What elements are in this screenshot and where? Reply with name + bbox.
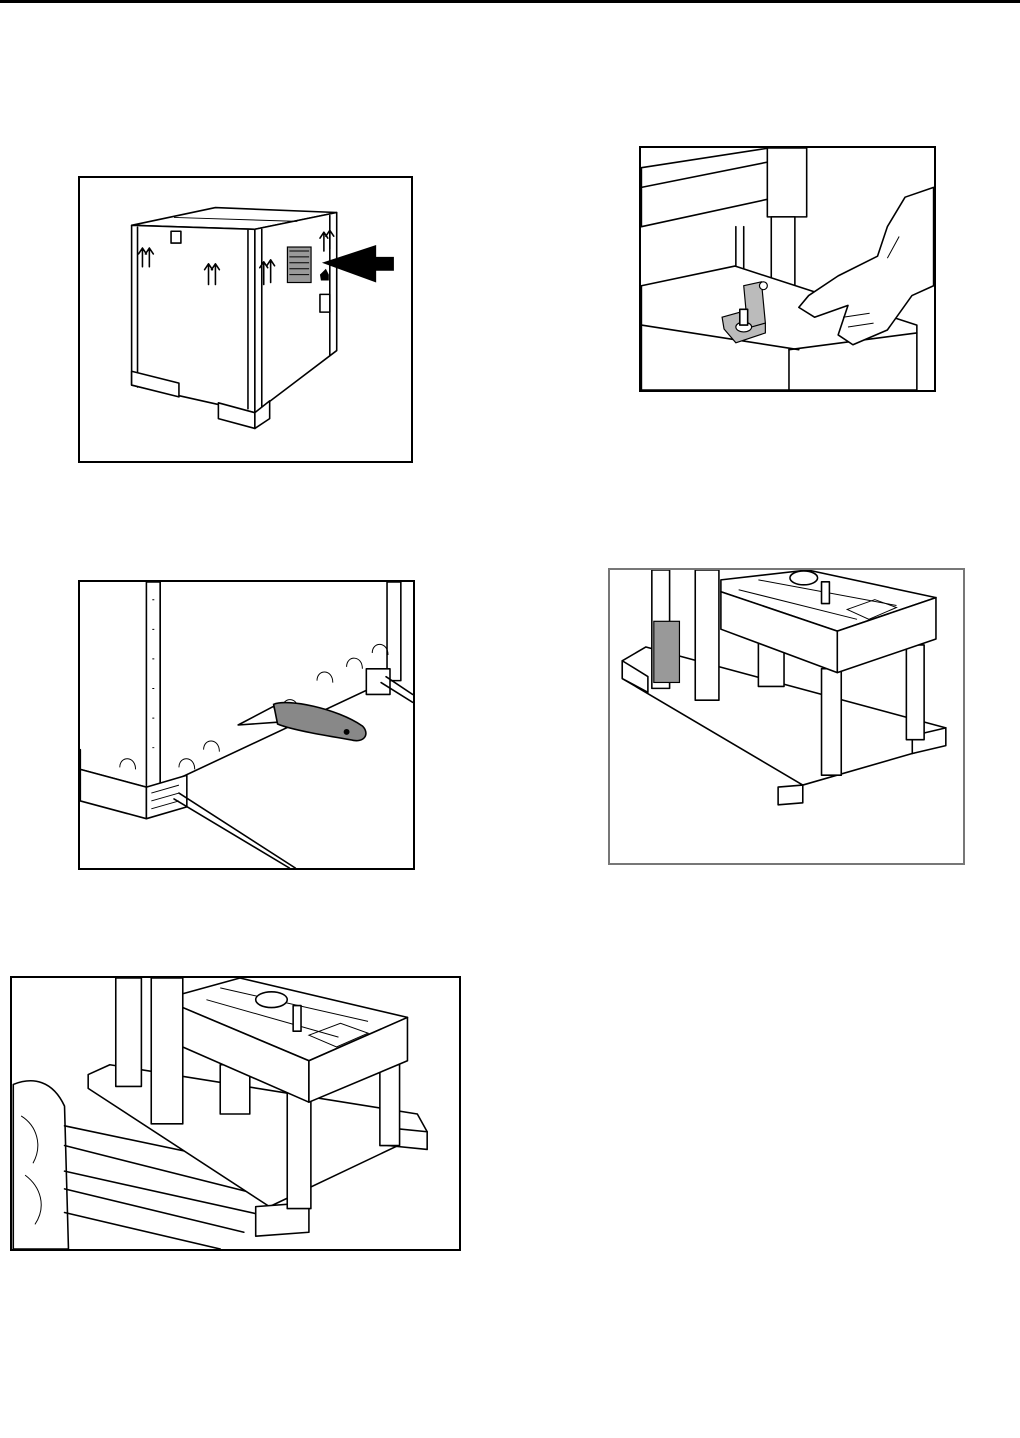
header-rule	[0, 0, 1020, 3]
figure-machine-on-pallet	[608, 568, 965, 865]
document-pouch	[287, 247, 311, 282]
machine-pallet-illustration	[610, 570, 963, 863]
figure-transport-bracket	[639, 146, 936, 392]
figure-shipping-crate	[78, 176, 413, 463]
straps-illustration	[80, 582, 413, 868]
bracket-illustration	[641, 148, 934, 390]
figure-pallet-truck-lifting	[10, 976, 461, 1251]
carton-box	[654, 621, 680, 682]
figure-cutting-straps	[78, 580, 415, 870]
pallet-truck-illustration	[12, 978, 459, 1249]
utility-knife-icon	[238, 703, 366, 741]
crate-illustration	[80, 178, 411, 461]
pallet-truck-wheel	[13, 1081, 68, 1249]
